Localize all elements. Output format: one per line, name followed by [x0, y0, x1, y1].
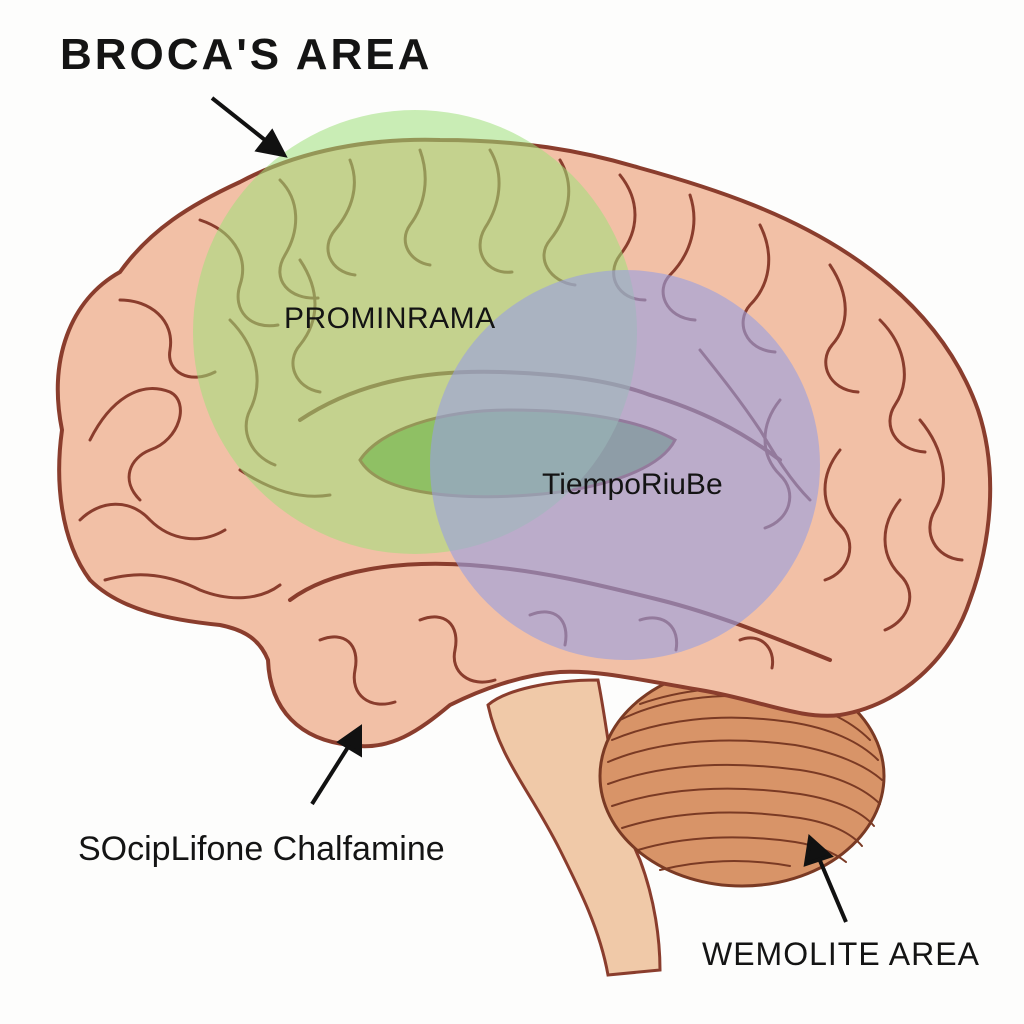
title-arrow [210, 96, 288, 158]
brainstem [486, 678, 662, 977]
temporal-region-label: TiempoRiuBe [542, 468, 723, 501]
frontal-region-label: PROMINRAMA [284, 302, 496, 335]
diagram-title: BROCA'S AREA [60, 30, 433, 79]
blue-region-highlight [430, 270, 820, 660]
lower-left-label: SOcipLifone Chalfamine [78, 830, 445, 868]
lower-left-arrow [310, 724, 362, 806]
lower-right-arrow [803, 834, 848, 923]
lower-right-label: WEMOLITE AREA [702, 936, 980, 972]
arrows [210, 96, 848, 923]
